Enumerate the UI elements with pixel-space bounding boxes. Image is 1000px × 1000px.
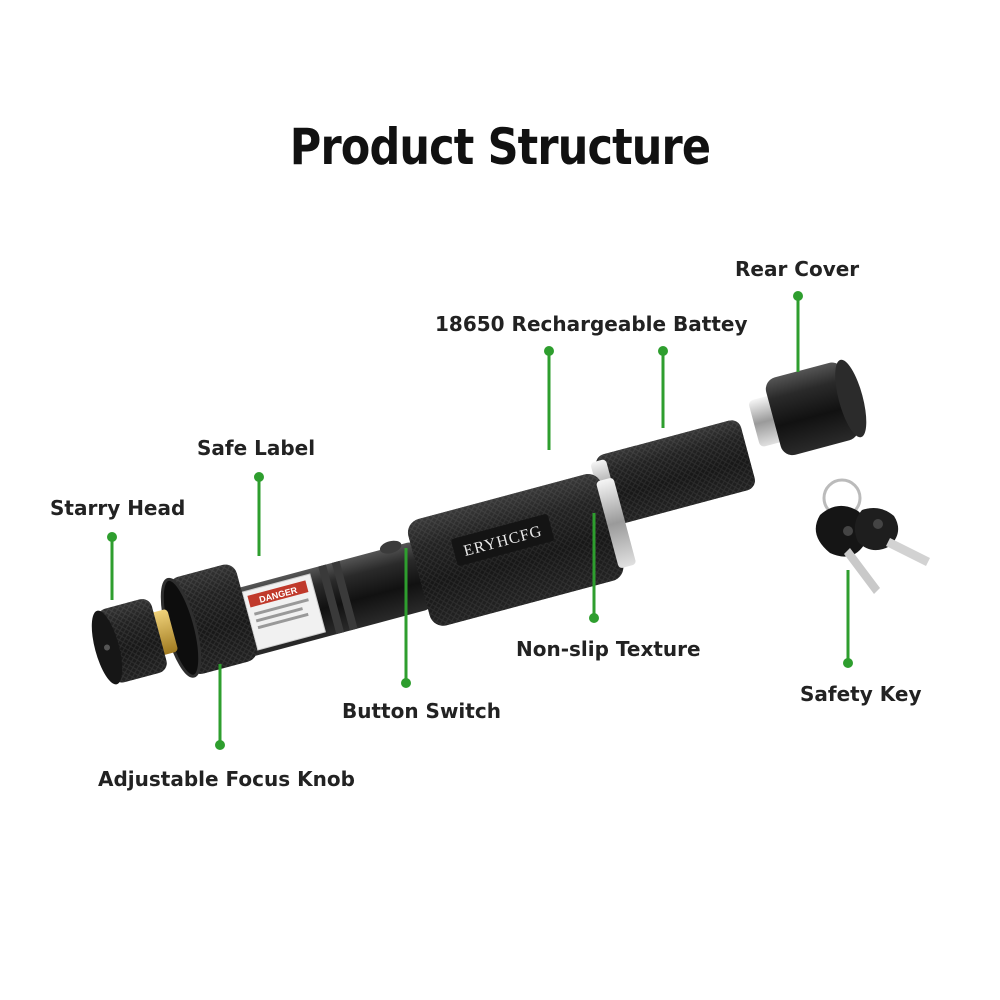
label-safe-label: Safe Label [197, 436, 316, 460]
brand-plate [451, 514, 554, 566]
page-title: Product Structure [289, 118, 711, 176]
leader-dots [107, 291, 853, 750]
label-focus-knob: Adjustable Focus Knob [98, 767, 355, 791]
leader-lines [110, 296, 850, 745]
label-rear-cover: Rear Cover [735, 257, 860, 281]
label-battery: 18650 Rechargeable Battey [435, 312, 748, 336]
label-safety-key: Safety Key [800, 682, 922, 706]
button-switch-part [379, 540, 402, 554]
starry-head-part [91, 599, 178, 685]
label-button-switch: Button Switch [342, 699, 501, 723]
safety-key-part [815, 478, 930, 594]
rear-cover-part [749, 359, 867, 456]
battery-tube [591, 420, 755, 525]
label-starry-head: Starry Head [50, 496, 186, 520]
label-non-slip: Non-slip Texture [516, 637, 701, 661]
focus-knob-part [160, 564, 257, 678]
main-body: ERYHCFG DANGER [233, 474, 636, 656]
